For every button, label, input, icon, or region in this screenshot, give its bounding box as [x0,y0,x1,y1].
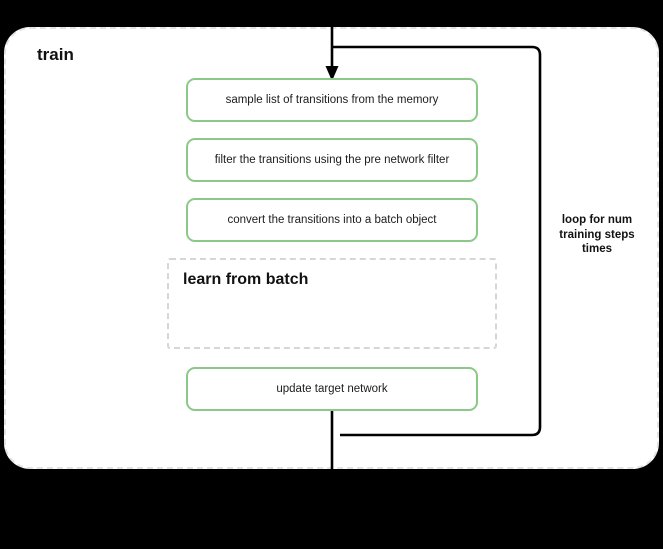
step-box-sample[interactable]: sample list of transitions from the memo… [186,78,478,122]
step-box-filter[interactable]: filter the transitions using the pre net… [186,138,478,182]
step-label: filter the transitions using the pre net… [214,153,450,166]
step-label: convert the transitions into a batch obj… [227,213,437,226]
learn-from-batch-title: learn from batch [183,271,309,288]
step-label: sample list of transitions from the memo… [225,93,439,106]
step-box-convert[interactable]: convert the transitions into a batch obj… [186,198,478,242]
loop-caption: loop for num training steps times [559,214,635,256]
step-box-update-target-network[interactable]: update target network [186,367,478,411]
page-title: train [37,45,74,64]
step-label: update target network [276,382,388,395]
learn-from-batch-block[interactable]: learn from batch [167,258,497,349]
